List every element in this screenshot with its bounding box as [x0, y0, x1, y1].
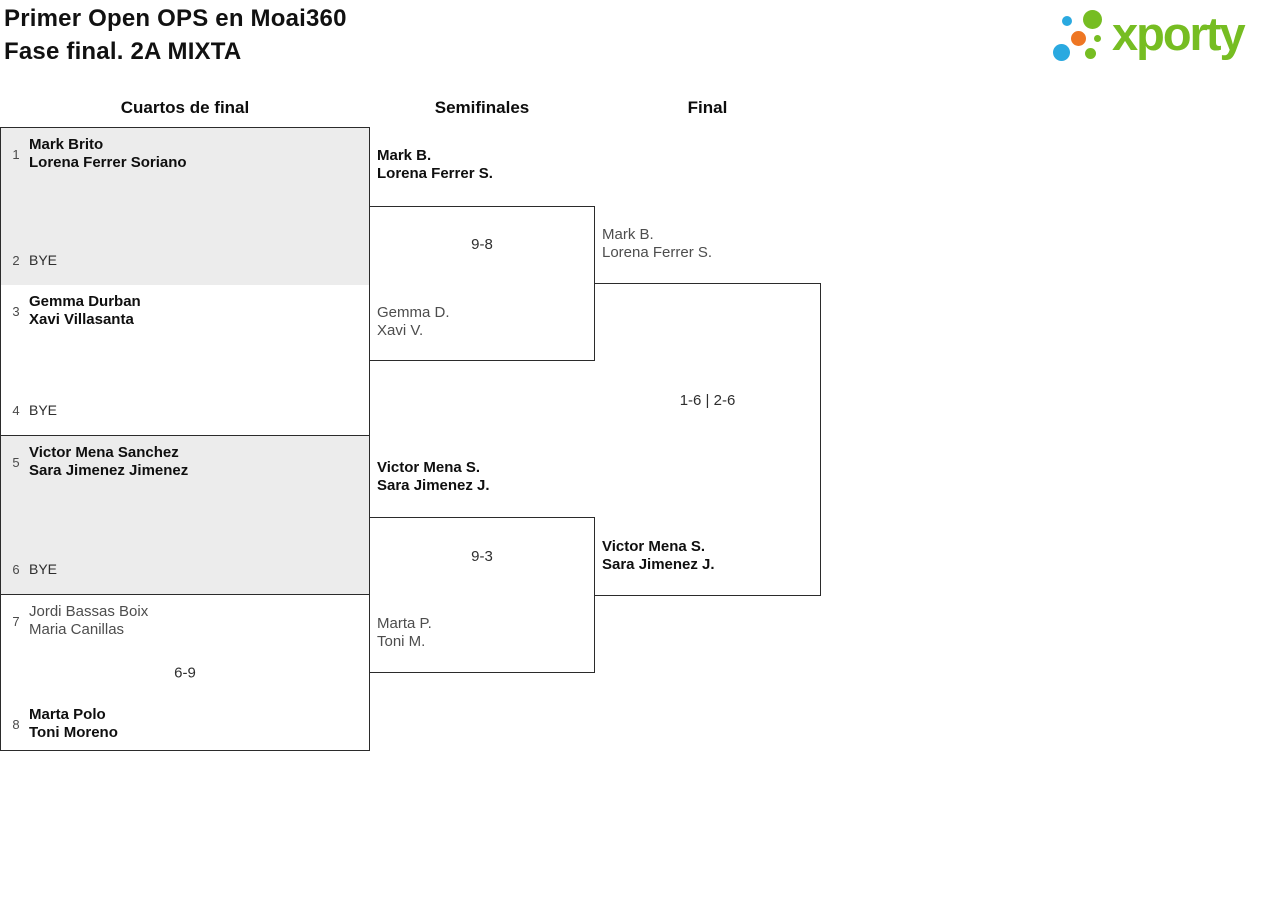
team-row: 4 BYE	[9, 401, 57, 419]
player-name: Marta Polo	[29, 706, 106, 723]
seed-number: 8	[12, 716, 20, 732]
seed-number: 1	[12, 146, 20, 162]
player-name: Victor Mena Sanchez	[29, 444, 179, 461]
logo-dot-orange-icon	[1071, 31, 1086, 46]
team-row: 7 Jordi Bassas Boix Maria Canillas	[9, 603, 148, 639]
final-team-top: Mark B. Lorena Ferrer S.	[602, 226, 712, 262]
player-name: Mark B.	[602, 226, 654, 243]
player-name: Jordi Bassas Boix	[29, 603, 149, 620]
player-name: Lorena Ferrer S.	[602, 244, 713, 261]
player-name: Toni Moreno	[29, 724, 118, 741]
sf1-team-bottom: Gemma D. Xavi V.	[377, 304, 450, 340]
team-names: Jordi Bassas Boix Maria Canillas	[29, 603, 148, 639]
match-score: 6-9	[174, 664, 196, 681]
match-box-qf2[interactable]: 3 Gemma Durban Xavi Villasanta 4 BYE	[0, 285, 370, 436]
player-name: Lorena Ferrer Soriano	[29, 154, 187, 171]
player-name: Xavi V.	[377, 322, 424, 339]
player-name: Mark B.	[377, 147, 432, 164]
team-row: 8 Marta Polo Toni Moreno	[9, 706, 118, 742]
player-name: Marta P.	[377, 615, 432, 632]
player-name: Sara Jimenez J.	[602, 556, 715, 573]
team-row: 1 Mark Brito Lorena Ferrer Soriano	[9, 136, 187, 172]
phase-subtitle: Fase final. 2A MIXTA	[4, 38, 242, 65]
final-score: 1-6 | 2-6	[679, 392, 736, 409]
player-name: Maria Canillas	[29, 621, 125, 638]
player-name: Sara Jimenez Jimenez	[29, 462, 189, 479]
round-header-cuartos: Cuartos de final	[120, 98, 250, 117]
page-title: Primer Open OPS en Moai360 Fase final. 2…	[4, 2, 347, 68]
match-box-qf1[interactable]: 1 Mark Brito Lorena Ferrer Soriano 2 BYE	[0, 127, 370, 286]
sf2-team-bottom: Marta P. Toni M.	[377, 615, 432, 651]
tournament-title: Primer Open OPS en Moai360	[4, 5, 347, 32]
logo-wordmark: xporty	[1112, 7, 1246, 60]
team-names: Victor Mena Sanchez Sara Jimenez Jimenez	[29, 444, 188, 480]
player-name: Gemma Durban	[29, 293, 141, 310]
seed-number: 5	[12, 454, 20, 470]
team-row: 3 Gemma Durban Xavi Villasanta	[9, 293, 141, 329]
seed-number: 4	[12, 402, 20, 418]
match-box-final[interactable]	[594, 283, 821, 596]
sf1-team-top: Mark B. Lorena Ferrer S.	[377, 147, 493, 183]
team-names: Marta Polo Toni Moreno	[29, 706, 118, 742]
bye-label: BYE	[29, 252, 58, 268]
final-team-bottom: Victor Mena S. Sara Jimenez J.	[602, 538, 715, 574]
player-name: Lorena Ferrer S.	[377, 165, 493, 182]
xporty-logo[interactable]: xporty	[1050, 0, 1278, 75]
round-header-semifinales: Semifinales	[434, 98, 530, 117]
bye-label: BYE	[29, 402, 58, 418]
team-names: Gemma Durban Xavi Villasanta	[29, 293, 141, 329]
team-names: Mark Brito Lorena Ferrer Soriano	[29, 136, 187, 172]
player-name: Sara Jimenez J.	[377, 477, 490, 494]
player-name: Xavi Villasanta	[29, 311, 134, 328]
seed-number: 2	[12, 252, 20, 268]
player-name: Victor Mena S.	[602, 538, 706, 555]
seed-number: 7	[12, 613, 20, 629]
sf1-score: 9-8	[471, 236, 493, 253]
seed-number: 6	[12, 561, 20, 577]
player-name: Toni M.	[377, 633, 426, 650]
logo-dot-blue-large-icon	[1053, 44, 1070, 61]
logo-dot-green-small-icon	[1085, 48, 1096, 59]
logo-dot-green-tiny-icon	[1094, 35, 1101, 42]
logo-dot-green-large-icon	[1083, 10, 1102, 29]
sf2-score: 9-3	[471, 548, 493, 565]
player-name: Mark Brito	[29, 136, 104, 153]
team-row: 5 Victor Mena Sanchez Sara Jimenez Jimen…	[9, 444, 188, 480]
player-name: Gemma D.	[377, 304, 450, 321]
team-row: 2 BYE	[9, 251, 57, 269]
bye-label: BYE	[29, 561, 58, 577]
sf2-team-top: Victor Mena S. Sara Jimenez J.	[377, 459, 490, 495]
round-header-final: Final	[687, 98, 728, 117]
seed-number: 3	[12, 303, 20, 319]
logo-dot-blue-small-icon	[1062, 16, 1072, 26]
match-box-qf4[interactable]: 7 Jordi Bassas Boix Maria Canillas 6-9 8…	[0, 595, 370, 751]
match-box-qf3[interactable]: 5 Victor Mena Sanchez Sara Jimenez Jimen…	[0, 436, 370, 595]
team-row: 6 BYE	[9, 560, 57, 578]
player-name: Victor Mena S.	[377, 459, 481, 476]
